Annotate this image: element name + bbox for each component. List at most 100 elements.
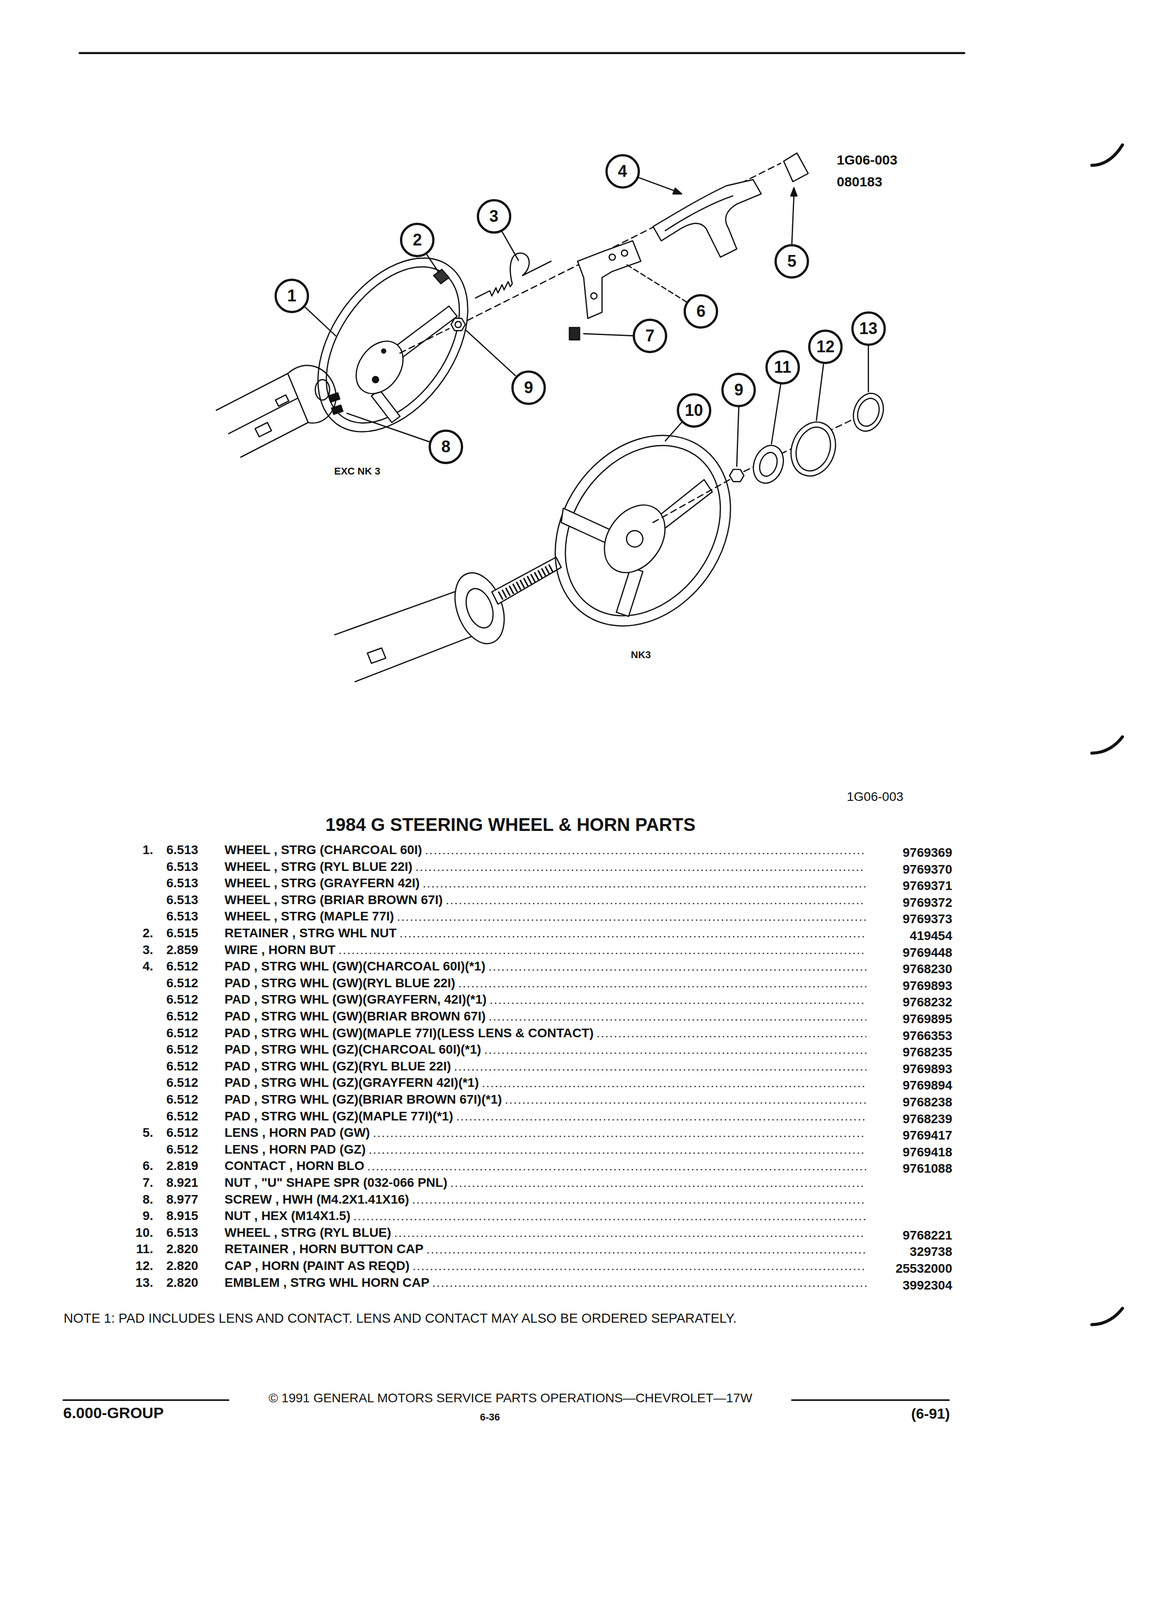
dot-leader bbox=[413, 1202, 866, 1204]
dot-leader bbox=[368, 1168, 866, 1171]
dot-leader bbox=[428, 1252, 866, 1254]
callout-text: 10 bbox=[684, 402, 704, 419]
dot-leader bbox=[455, 1069, 866, 1071]
footnote: NOTE 1: PAD INCLUDES LENS AND CONTACT. L… bbox=[63, 1311, 737, 1325]
dot-leader bbox=[447, 902, 866, 905]
dot-leader bbox=[489, 969, 866, 971]
figure-code: 1G06-003 bbox=[846, 790, 904, 804]
part-description: WIRE , HORN BUT bbox=[224, 943, 336, 957]
callout-text: 3 bbox=[489, 208, 499, 225]
dot-leader bbox=[485, 1052, 866, 1055]
part-description: PAD , STRG WHL (GZ)(GRAYFERN 42I)(*1) bbox=[224, 1076, 480, 1090]
group-code: 2.820 bbox=[166, 1242, 199, 1256]
leader-lines bbox=[665, 422, 682, 441]
item-number: 8. bbox=[142, 1193, 154, 1206]
group-code: 6.513 bbox=[166, 860, 199, 874]
group-code: 2.820 bbox=[166, 1259, 199, 1273]
part-description: PAD , STRG WHL (GZ)(MAPLE 77I)(*1) bbox=[224, 1109, 454, 1123]
group-code: 6.515 bbox=[166, 926, 199, 940]
steering-wheel-upper bbox=[372, 376, 379, 383]
assembly-axis bbox=[399, 163, 781, 354]
callout-text: 6 bbox=[696, 303, 706, 320]
part-description: CONTACT , HORN BLO bbox=[224, 1159, 365, 1173]
item-number: 3. bbox=[142, 943, 154, 957]
leader-lines bbox=[346, 413, 430, 442]
callout-text: 8 bbox=[441, 438, 451, 455]
horn-contact bbox=[577, 240, 641, 319]
callout-number: 9 bbox=[511, 370, 546, 405]
part-description: EMBLEM , STRG WHL HORN CAP bbox=[224, 1276, 430, 1289]
item-number: 6. bbox=[142, 1159, 154, 1173]
group-label: 6.000-GROUP bbox=[63, 1404, 164, 1421]
part-description: PAD , STRG WHL (GZ)(BRIAR BROWN 67I)(*1) bbox=[224, 1093, 502, 1106]
part-number: 9768239 bbox=[902, 1112, 953, 1126]
figure-code: 1G06-003 bbox=[836, 153, 898, 167]
revision-date: (6-91) bbox=[911, 1406, 950, 1421]
item-number: 4. bbox=[142, 959, 154, 973]
group-code: 6.512 bbox=[166, 1109, 199, 1123]
hex-nut bbox=[450, 318, 465, 331]
part-number: 9769373 bbox=[902, 912, 953, 926]
group-code: 6.512 bbox=[166, 1143, 199, 1156]
horn-contact bbox=[609, 254, 615, 260]
steering-wheel-upper bbox=[287, 230, 499, 460]
callout-number: 12 bbox=[808, 329, 843, 365]
part-description: SCREW , HWH (M4.2X1.41X16) bbox=[224, 1193, 410, 1206]
part-number: 9768232 bbox=[902, 995, 953, 1009]
part-number: 9769893 bbox=[902, 979, 953, 993]
item-number: 2. bbox=[142, 926, 154, 940]
group-code: 6.512 bbox=[166, 1126, 199, 1140]
margin-marks bbox=[1091, 144, 1123, 1325]
part-description: PAD , STRG WHL (GW)(CHARCOAL 60I)(*1) bbox=[224, 959, 486, 973]
part-number: 25532000 bbox=[895, 1262, 953, 1275]
callout-number: 7 bbox=[632, 318, 668, 354]
nut-retainer bbox=[433, 269, 450, 284]
dot-leader bbox=[414, 1268, 866, 1270]
part-description: PAD , STRG WHL (GW)(MAPLE 77I)(LESS LENS… bbox=[224, 1026, 594, 1040]
part-number: 9769895 bbox=[902, 1012, 953, 1026]
leader-lines bbox=[304, 177, 869, 467]
illustration-group bbox=[63, 53, 1123, 1401]
horn-lens bbox=[783, 153, 809, 182]
callout-number: 5 bbox=[774, 244, 810, 279]
part-number: 9769418 bbox=[902, 1145, 953, 1159]
dot-leader bbox=[434, 1285, 866, 1287]
leader-lines bbox=[867, 345, 870, 392]
dot-leader bbox=[426, 852, 866, 855]
part-description: PAD , STRG WHL (GW)(RYL BLUE 22I) bbox=[224, 976, 456, 990]
part-description: PAD , STRG WHL (GW)(GRAYFERN, 42I)(*1) bbox=[224, 993, 487, 1006]
group-code: 6.512 bbox=[166, 959, 199, 973]
part-number: 3992304 bbox=[902, 1278, 953, 1292]
copyright: © 1991 GENERAL MOTORS SERVICE PARTS OPER… bbox=[268, 1391, 753, 1405]
leader-lines bbox=[304, 307, 337, 337]
leader-lines bbox=[426, 254, 439, 273]
group-code: 6.512 bbox=[166, 976, 199, 990]
steering-wheel-upper bbox=[381, 349, 386, 354]
callout-text: 5 bbox=[787, 253, 797, 270]
dot-leader bbox=[506, 1102, 866, 1104]
item-number: 1. bbox=[142, 843, 154, 857]
callout-number: 1 bbox=[274, 278, 310, 314]
dot-leader bbox=[398, 919, 866, 921]
item-number: 10. bbox=[135, 1226, 154, 1239]
part-description: PAD , STRG WHL (GZ)(CHARCOAL 60I)(*1) bbox=[224, 1043, 482, 1056]
group-code: 6.512 bbox=[166, 1026, 199, 1040]
emblem bbox=[848, 389, 889, 436]
part-description: NUT , "U" SHAPE SPR (032-066 PNL) bbox=[224, 1176, 448, 1189]
group-code: 6.513 bbox=[166, 909, 199, 923]
steering-column-lower bbox=[499, 567, 554, 596]
margin-marks bbox=[1091, 736, 1123, 754]
margin-marks bbox=[1091, 144, 1123, 166]
cap-retainer bbox=[756, 449, 780, 479]
part-number: 9768238 bbox=[902, 1095, 953, 1109]
steering-wheel-lower bbox=[533, 415, 753, 646]
item-number: 11. bbox=[136, 1242, 154, 1256]
steering-pad bbox=[665, 195, 733, 231]
top-rule bbox=[79, 52, 965, 55]
cap-retainer bbox=[748, 441, 789, 488]
callout-number: 2 bbox=[399, 222, 435, 258]
group-code: 6.512 bbox=[166, 1043, 199, 1056]
group-code: 2.820 bbox=[166, 1276, 199, 1289]
steering-wheel-lower bbox=[519, 401, 767, 660]
